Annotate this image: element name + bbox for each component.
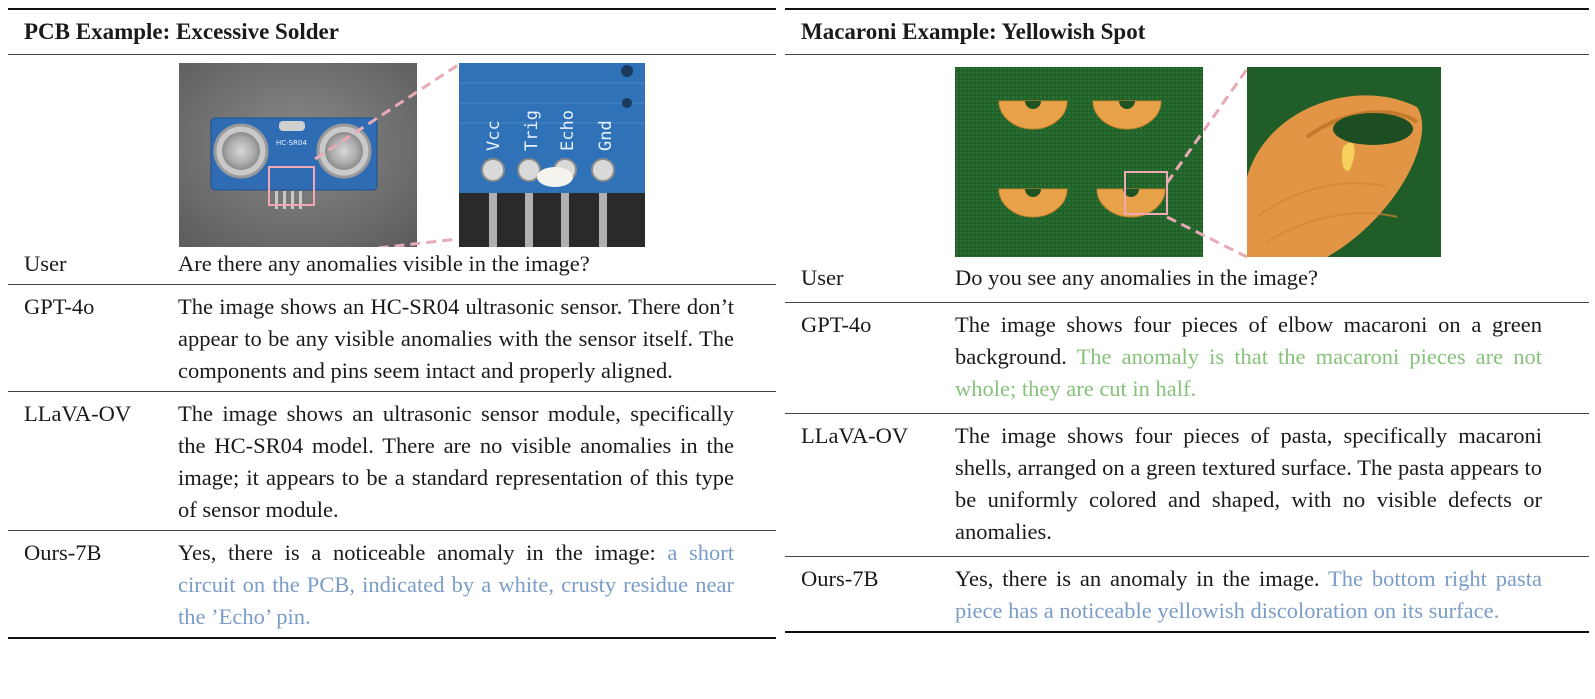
macaroni-zoom-image xyxy=(1247,67,1441,257)
pcb-gpt4o-row: GPT-4o The image shows an HC-SR04 ultras… xyxy=(8,285,776,391)
row-text-highlight: The bottom right pasta piece has a notic… xyxy=(955,566,1542,623)
row-label: LLaVA-OV xyxy=(801,423,909,448)
macaroni-full-image xyxy=(955,67,1203,257)
pin-label-vcc: Vcc xyxy=(484,120,504,151)
row-text: The image shows an HC-SR04 ultrasonic se… xyxy=(178,294,734,383)
pin-label-gnd: Gnd xyxy=(596,120,616,151)
row-text: The image shows four pieces of elbow mac… xyxy=(955,309,1542,405)
row-text: Do you see any anomalies in the image? xyxy=(955,265,1319,290)
zoom-connector-lines xyxy=(1165,68,1249,259)
macaroni-user-row: User Do you see any anomalies in the ima… xyxy=(785,261,1589,302)
macaroni-image-area xyxy=(785,55,1589,261)
pcb-llava-row: LLaVA-OV The image shows an ultrasonic s… xyxy=(8,392,776,530)
row-label: User xyxy=(24,251,67,276)
row-label: User xyxy=(801,265,844,290)
row-text-plain: The image shows four pieces of elbow mac… xyxy=(955,312,1542,369)
macaroni-llava-row: LLaVA-OV The image shows four pieces of … xyxy=(785,414,1589,556)
pcb-ours-row: Ours-7B Yes, there is a noticeable anoma… xyxy=(8,531,776,637)
pin-label-echo: Echo xyxy=(558,110,578,151)
row-text: The image shows four pieces of pasta, sp… xyxy=(955,423,1542,544)
row-text-highlight: The anomaly is that the macaroni pieces … xyxy=(955,344,1542,401)
row-label: Ours-7B xyxy=(24,540,102,565)
row-text: Yes, there is an anomaly in the image. T… xyxy=(955,563,1542,627)
row-text-highlight: a short circuit on the PCB, indicated by… xyxy=(178,540,734,629)
pcb-user-row: User Are there any anomalies visible in … xyxy=(8,247,776,284)
macaroni-panel-title: Macaroni Example: Yellowish Spot xyxy=(801,19,1146,44)
row-label: LLaVA-OV xyxy=(24,401,132,426)
pin-label-trig: Trig xyxy=(522,110,542,151)
macaroni-ours-row: Ours-7B Yes, there is an anomaly in the … xyxy=(785,557,1589,631)
row-text-plain: Yes, there is an anomaly in the image. xyxy=(955,566,1328,591)
row-text: Yes, there is a noticeable anomaly in th… xyxy=(178,537,734,633)
zoom-connector-lines xyxy=(314,63,459,247)
row-text: The image shows an ultrasonic sensor mod… xyxy=(178,401,734,522)
pcb-image-area: HC-SR04 Vcc xyxy=(8,55,776,247)
pcb-example-panel: PCB Example: Excessive Solder xyxy=(8,8,776,639)
board-marking: HC-SR04 xyxy=(276,139,307,147)
pcb-full-image: HC-SR04 xyxy=(179,63,417,247)
row-text: Are there any anomalies visible in the i… xyxy=(178,251,590,276)
row-label: GPT-4o xyxy=(801,312,872,337)
row-label: GPT-4o xyxy=(24,294,95,319)
row-text-plain: Yes, there is a noticeable anomaly in th… xyxy=(178,540,668,565)
macaroni-example-panel: Macaroni Example: Yellowish Spot xyxy=(785,8,1589,633)
pcb-panel-title: PCB Example: Excessive Solder xyxy=(24,19,339,44)
row-label: Ours-7B xyxy=(801,566,879,591)
pcb-zoom-image: Vcc Trig Echo Gnd xyxy=(459,63,645,247)
macaroni-gpt4o-row: GPT-4o The image shows four pieces of el… xyxy=(785,303,1589,413)
